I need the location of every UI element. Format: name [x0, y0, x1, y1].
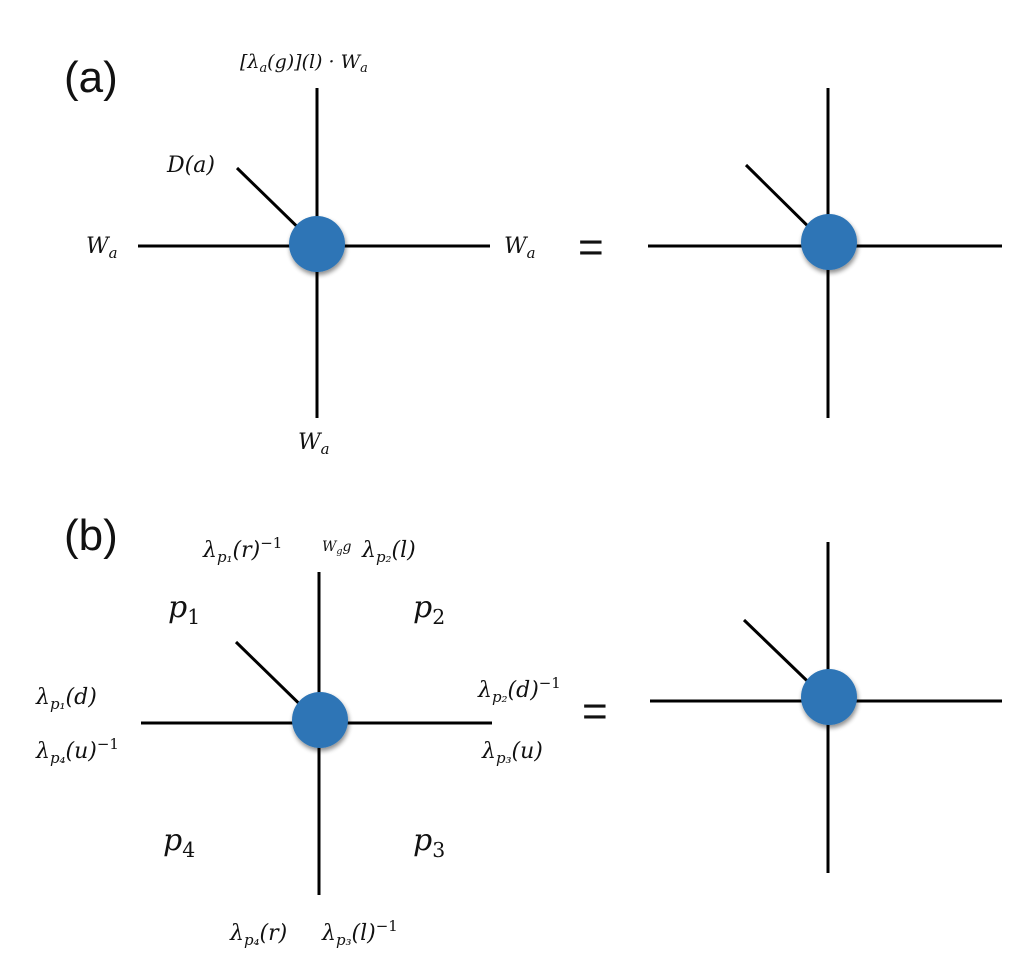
- left-leg-label: Wa: [86, 234, 118, 262]
- panel-b: (b) λp₁(r)−1 Wgg λp₂(l) p1 p2 p3 p4 λp₁(…: [35, 511, 1002, 949]
- equals-sign: =: [578, 223, 604, 272]
- right-lower-label: λp₃(u): [481, 739, 543, 767]
- bottom-left-label: λp₄(r): [229, 921, 287, 949]
- left-lower-label: λp₄(u)−1: [35, 735, 119, 767]
- panel-b-lhs-tensor: [141, 572, 492, 895]
- panel-a: (a) [λa(g)](l) · Wa D(a) Wa Wa Wa =: [64, 51, 1002, 458]
- tensor-node: [801, 669, 857, 725]
- panel-a-rhs-tensor: [648, 88, 1002, 418]
- quadrant-p1-label: p1: [168, 590, 200, 629]
- tensor-node: [801, 214, 857, 270]
- top-mid-label: Wgg: [322, 539, 351, 557]
- quadrant-p3-label: p3: [413, 823, 445, 862]
- panel-b-rhs-tensor: [650, 542, 1002, 873]
- quadrant-p4-label: p4: [163, 823, 195, 862]
- right-leg-label: Wa: [504, 234, 536, 262]
- tensor-node: [292, 692, 348, 748]
- panel-b-label: (b): [64, 511, 118, 560]
- tensor-node: [289, 216, 345, 272]
- top-leg-label: [λa(g)](l) · Wa: [240, 51, 368, 76]
- equals-sign: =: [582, 687, 608, 736]
- left-upper-label: λp₁(d): [35, 685, 97, 713]
- panel-a-label: (a): [64, 53, 118, 102]
- diagonal-leg-label: D(a): [166, 153, 215, 178]
- top-left-label: λp₁(r)−1: [202, 534, 282, 566]
- quadrant-p2-label: p2: [413, 590, 445, 629]
- top-right-label: λp₂(l): [361, 538, 416, 566]
- bottom-right-label: λp₃(l)−1: [321, 917, 398, 949]
- bottom-leg-label: Wa: [298, 430, 330, 458]
- right-upper-label: λp₂(d)−1: [477, 674, 561, 706]
- panel-a-lhs-tensor: [138, 88, 490, 418]
